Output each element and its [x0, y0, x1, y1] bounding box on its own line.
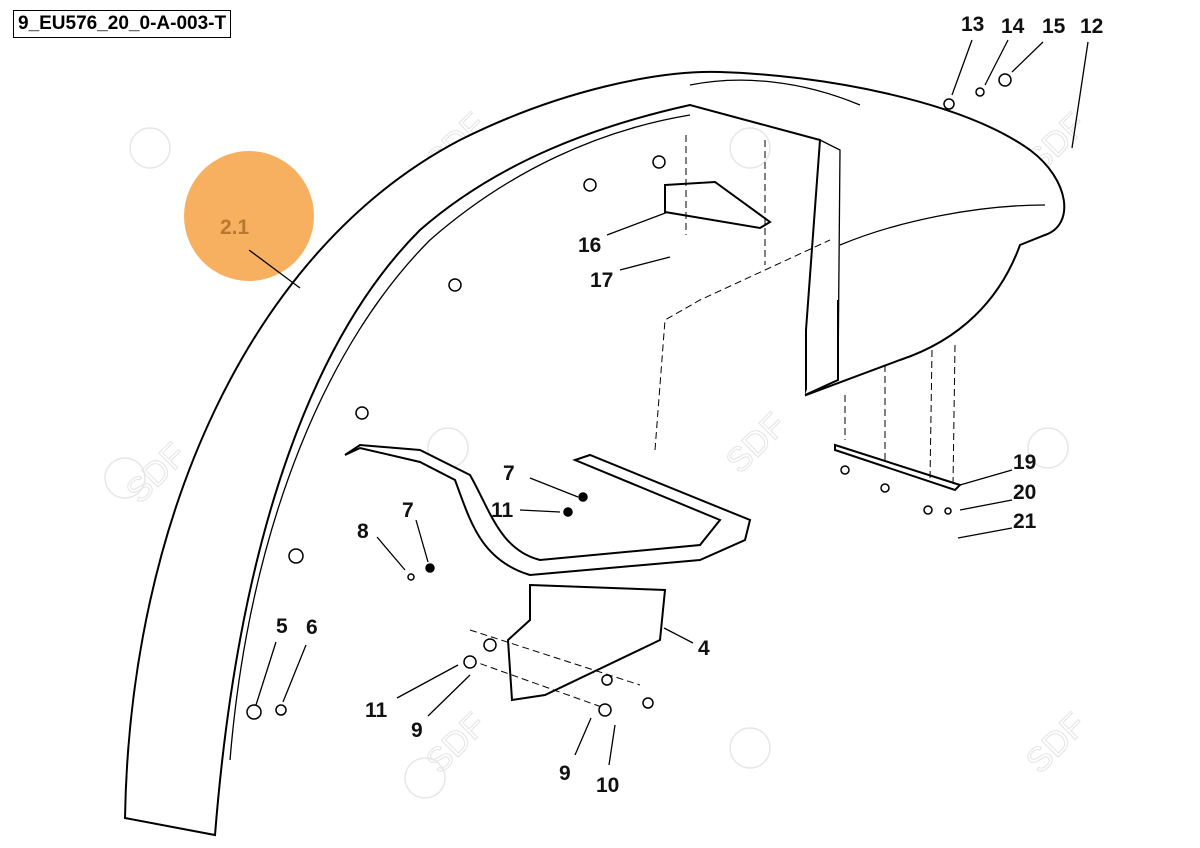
callout-9[interactable]: 9 — [411, 719, 423, 742]
callout-19[interactable]: 19 — [1013, 451, 1036, 474]
callout-8[interactable]: 8 — [357, 520, 369, 543]
leader-lines — [248, 39, 1089, 766]
watermark-text: SDF — [719, 406, 794, 481]
highlight-marker[interactable] — [184, 151, 314, 281]
callout-21[interactable]: 21 — [1013, 510, 1037, 533]
support-bracket — [344, 180, 962, 702]
callout-7[interactable]: 7 — [402, 499, 414, 522]
callout-12[interactable]: 12 — [1080, 15, 1103, 38]
callout-11[interactable]: 11 — [365, 699, 388, 722]
fasteners — [246, 73, 1012, 720]
callout-7[interactable]: 7 — [503, 462, 515, 485]
callout-2-1[interactable]: 2.1 — [220, 216, 250, 239]
callout-17[interactable]: 17 — [590, 269, 613, 292]
callout-5[interactable]: 5 — [276, 615, 288, 638]
callout-20[interactable]: 20 — [1013, 481, 1036, 504]
watermark-text: SDF — [1019, 706, 1094, 781]
callout-10[interactable]: 10 — [596, 774, 619, 797]
callout-11[interactable]: 11 — [491, 499, 514, 522]
callout-16[interactable]: 16 — [578, 234, 601, 257]
callout-13[interactable]: 13 — [961, 13, 984, 36]
callout-15[interactable]: 15 — [1042, 15, 1066, 38]
callout-9[interactable]: 9 — [559, 762, 571, 785]
callout-4[interactable]: 4 — [698, 637, 710, 660]
callout-6[interactable]: 6 — [306, 616, 318, 639]
callout-14[interactable]: 14 — [1001, 15, 1025, 38]
assembly-guides — [469, 135, 956, 711]
diagram-id-label: 9_EU576_20_0-A-003-T — [13, 10, 232, 38]
watermark-text: SDF — [419, 706, 494, 781]
fender — [123, 70, 1066, 837]
